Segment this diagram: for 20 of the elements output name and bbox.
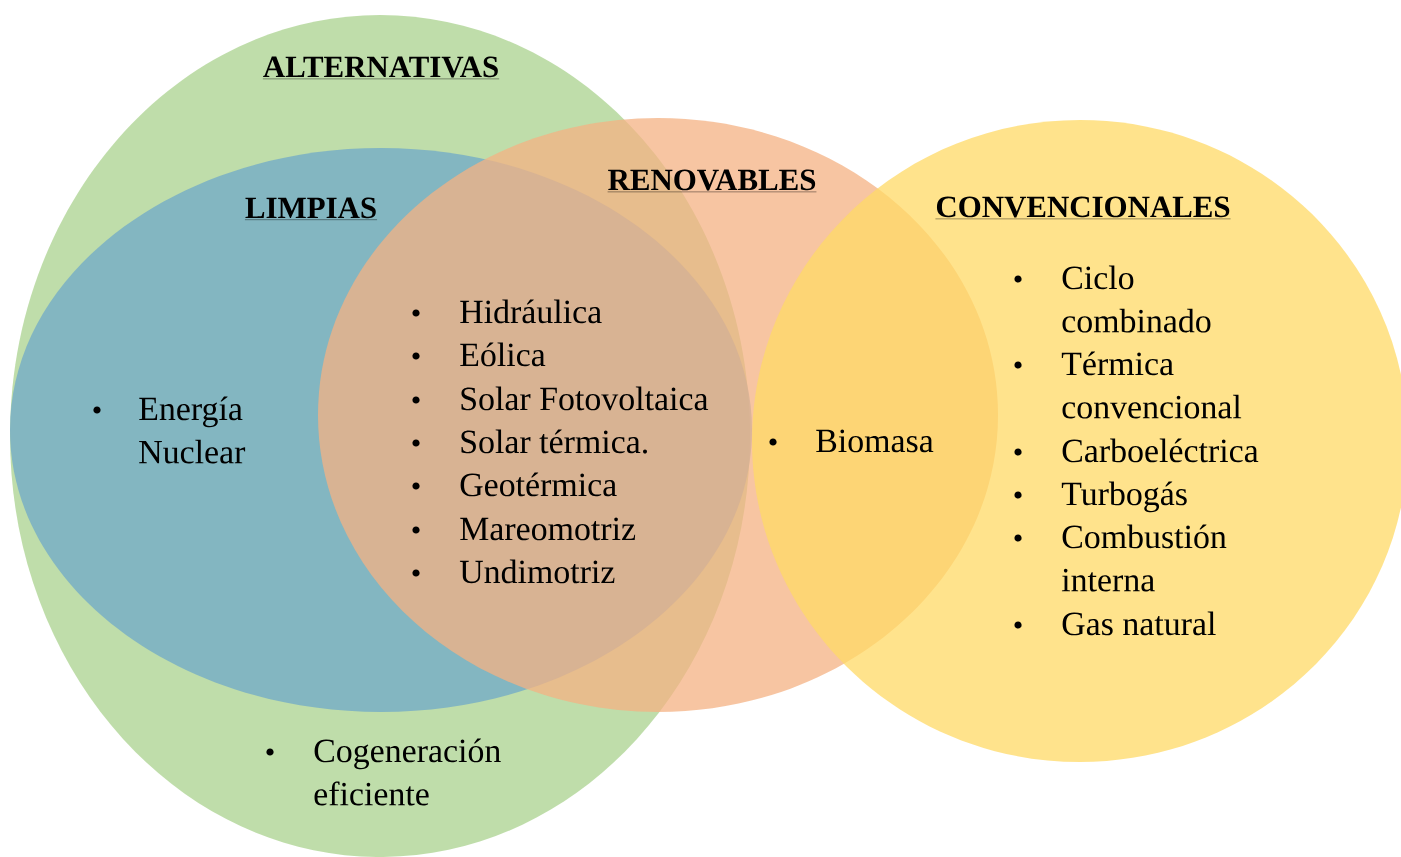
list-item: Ciclo combinado	[1062, 265, 1211, 333]
set-heading: LIMPIAS	[244, 197, 378, 220]
list-item: Carboeléctrica	[1062, 438, 1259, 463]
list-item: Cogeneración eficiente	[314, 738, 501, 806]
list-item: Energía Nuclear	[139, 396, 246, 464]
list-item: Turbogás	[1061, 481, 1187, 513]
set-heading: ALTERNATIVAS	[262, 56, 500, 80]
list-item: Solar Fotovoltaica	[461, 386, 709, 411]
list-item: Combustión interna	[1061, 524, 1227, 592]
list-item: Solar térmica.	[461, 429, 647, 454]
list-item: Mareomotriz	[460, 517, 636, 541]
list-item: Térmica convencional	[1061, 351, 1242, 419]
set-heading: CONVENCIONALES	[935, 196, 1231, 220]
list-item: Biomasa	[816, 429, 934, 453]
set-heading: RENOVABLES	[607, 169, 817, 193]
list-item: Undimotriz	[459, 559, 615, 584]
list-item: Geotérmica	[460, 472, 617, 497]
list-item: Hidráulica	[460, 299, 602, 324]
list-item: Eólica	[460, 342, 546, 367]
list-item: Gas natural	[1062, 611, 1216, 636]
